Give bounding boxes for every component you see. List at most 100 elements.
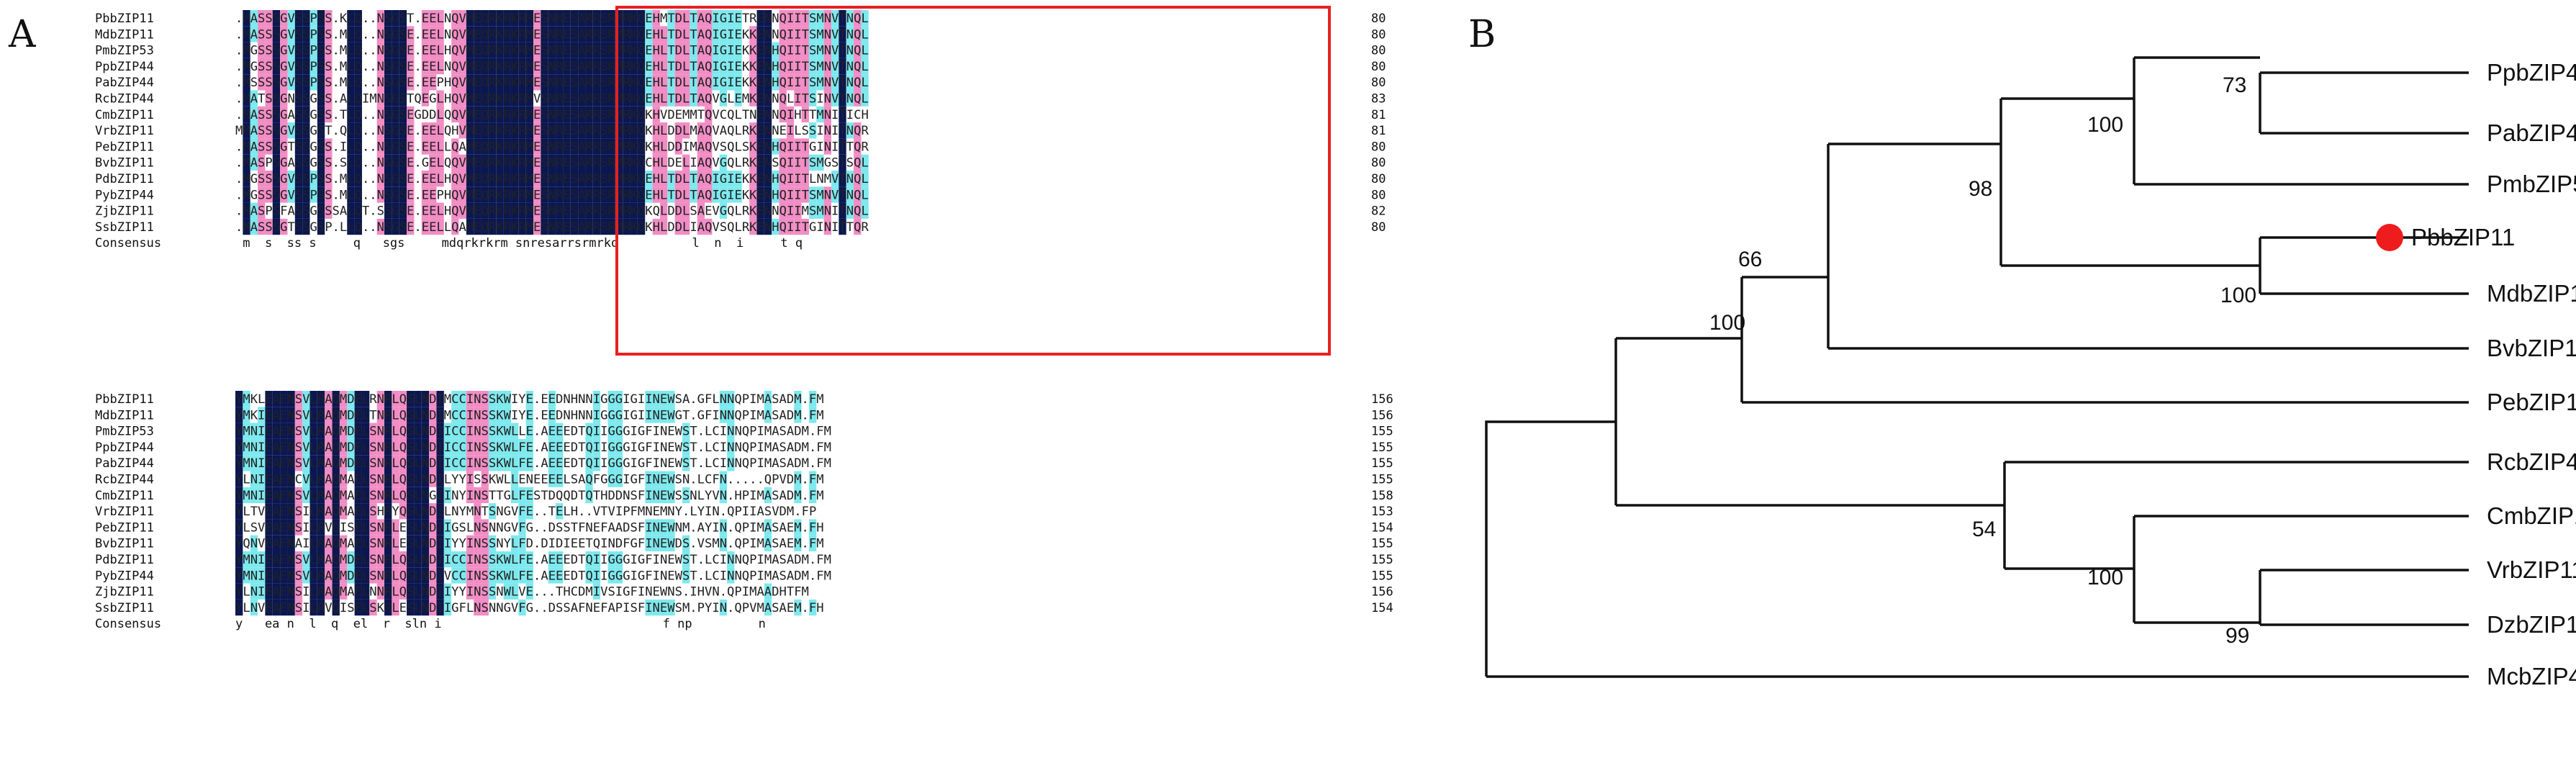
sequence-residues: .MASPSFASSGSSSALQT.SSGSE.EELHQVMEQRKRKRM… [235, 204, 869, 219]
residue-shade [607, 90, 615, 107]
residue-shade [734, 90, 742, 107]
residue-shade [592, 154, 601, 171]
residue-shade [481, 535, 489, 551]
residue-shade [585, 171, 593, 187]
residue-shade [637, 74, 646, 91]
residue-shade [265, 471, 273, 487]
residue-shade [407, 26, 415, 42]
residue-shade [585, 218, 593, 235]
residue-shade [615, 10, 623, 27]
panel-a-label: A [9, 13, 36, 56]
residue-shade [376, 535, 384, 551]
residue-shade [727, 58, 735, 75]
residue-shade [429, 58, 437, 75]
residue-shade [525, 186, 533, 203]
residue-shade [235, 438, 243, 456]
residue-shade [585, 487, 593, 504]
residue-shade [525, 423, 533, 439]
residue-shade [272, 218, 281, 235]
residue-shade [280, 154, 288, 171]
residue-shade [563, 74, 571, 91]
residue-shade [302, 154, 310, 171]
residue-shade [429, 535, 437, 551]
residue-shade [451, 26, 459, 42]
residue-shade [317, 171, 325, 187]
residue-shade [302, 10, 310, 27]
residue-shade [645, 10, 653, 27]
residue-shade [712, 26, 720, 42]
residue-shade [325, 106, 333, 123]
residue-shade [764, 391, 772, 407]
residue-shade [756, 138, 764, 155]
residue-shade [347, 567, 355, 584]
sequence-residues: YMKLEAENSVLRAQMDELRNRLQSLNDIMCCINSSKWIYE… [235, 392, 824, 407]
residue-shade [659, 171, 668, 187]
residue-shade [272, 58, 281, 75]
sequence-residues: YLTVEAENSILRAQMAELSHRYQSLNDILNYMNTSNGVFE… [235, 505, 816, 519]
residue-shade [294, 438, 303, 456]
residue-shade [354, 503, 362, 520]
residue-shade [510, 535, 519, 551]
residue-shade [510, 42, 519, 58]
residue-shade [682, 186, 690, 203]
residue-shade [272, 171, 281, 187]
residue-shade [414, 423, 422, 439]
residue-shade [786, 138, 795, 155]
residue-shade [674, 138, 682, 155]
residue-shade [839, 58, 846, 75]
residue-shade [436, 567, 444, 584]
residue-shade [659, 535, 668, 551]
residue-shade [548, 567, 556, 584]
residue-shade [623, 42, 631, 58]
residue-shade [280, 218, 288, 235]
residue-shade [607, 567, 615, 584]
residue-shade [309, 583, 317, 600]
residue-shade [541, 90, 548, 107]
residue-shade [705, 10, 713, 27]
residue-shade [280, 42, 288, 58]
residue-shade [541, 26, 548, 42]
residue-shade [690, 26, 697, 42]
residue-shade [488, 407, 497, 423]
residue-shade [556, 154, 564, 171]
residue-shade [466, 423, 474, 439]
residue-shade [339, 535, 348, 551]
residue-shade [637, 186, 646, 203]
residue-shade [682, 567, 690, 584]
residue-shade [563, 138, 571, 155]
residue-shade [600, 202, 608, 219]
residue-shade [578, 106, 586, 123]
residue-shade [615, 74, 623, 91]
residue-shade [533, 171, 541, 187]
residue-shade [325, 171, 333, 187]
residue-shade [429, 74, 437, 91]
residue-shade [585, 90, 593, 107]
residue-shade [376, 567, 384, 584]
residue-shade [630, 10, 638, 27]
residue-shade [421, 218, 430, 235]
residue-shade [332, 471, 340, 487]
residue-shade [600, 171, 608, 187]
residue-shade [384, 186, 392, 203]
residue-shade [399, 391, 407, 407]
residue-shade [332, 487, 340, 504]
residue-shade [309, 42, 317, 58]
residue-shade [443, 519, 452, 536]
residue-shade [407, 455, 415, 471]
residue-shade [808, 74, 817, 91]
residue-shade [697, 42, 705, 58]
residue-shade [548, 202, 556, 219]
residue-shade [846, 42, 854, 58]
residue-shade [578, 58, 586, 75]
residue-shade [429, 154, 437, 171]
residue-shade [458, 438, 466, 456]
residue-shade [756, 90, 764, 107]
tree-leaf-label: BvbZIP11 [2487, 335, 2576, 361]
residue-shade [667, 26, 675, 42]
residue-shade [615, 218, 623, 235]
residue-shade [272, 74, 281, 91]
residue-shade [421, 122, 430, 139]
residue-shade [451, 438, 459, 456]
residue-shade [392, 26, 399, 42]
residue-shade [712, 171, 720, 187]
